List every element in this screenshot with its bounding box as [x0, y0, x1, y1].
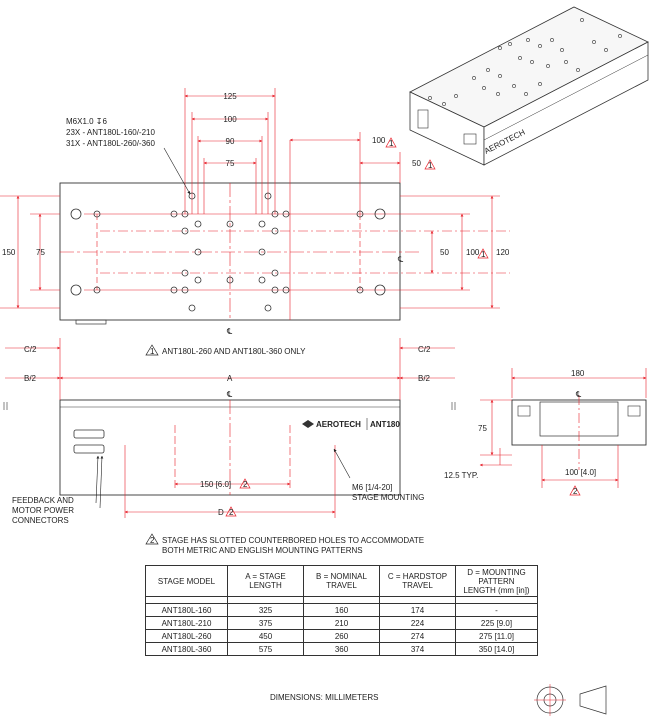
- brand-label: AEROTECH: [316, 420, 361, 429]
- dim-d: D: [218, 508, 224, 517]
- isometric-holes: [428, 18, 622, 106]
- centerline-symbol-end: ℄: [575, 390, 582, 399]
- centerline-symbol-bottom: ℄: [226, 327, 233, 336]
- dim-b2-right: B/2: [418, 374, 431, 383]
- cell-length: 575: [227, 642, 304, 656]
- note-1-number: 1: [150, 347, 155, 356]
- cell-mounting-pattern: 275 [11.0]: [455, 629, 538, 643]
- note-1: 1 ANT180L-260 AND ANT180L-360 ONLY: [145, 344, 306, 356]
- cell-length: 375: [227, 616, 304, 630]
- table-row: ANT180L-160 325 160 174 -: [145, 603, 538, 617]
- dim-75: 75: [226, 159, 235, 168]
- cell-hardstop-travel: 374: [379, 642, 456, 656]
- cell-model: ANT180L-210: [145, 616, 228, 630]
- header-stage-model: STAGE MODEL: [145, 565, 228, 597]
- mounting-holes: [70, 192, 386, 312]
- mounting-note-thread: M6 [1/4-20]: [352, 483, 392, 492]
- end-view: 180 75 12.5 TYP. 100 [4.0] ℄ 2: [444, 368, 647, 496]
- cell-hardstop-travel: 224: [379, 616, 456, 630]
- note-2-marker-end: 2: [573, 487, 578, 496]
- cell-mounting-pattern: -: [455, 603, 538, 617]
- note-2-line-2: BOTH METRIC AND ENGLISH MOUNTING PATTERN…: [162, 546, 363, 555]
- dim-c2-right: C/2: [418, 345, 431, 354]
- dim-b2-left: B/2: [24, 374, 37, 383]
- centerline-symbol-front: ℄: [226, 390, 233, 399]
- dim-150-left: 150: [2, 248, 16, 257]
- cell-nominal-travel: 260: [303, 629, 380, 643]
- table-row: ANT180L-360 575 360 374 350 [14.0]: [145, 642, 538, 656]
- units-note: DIMENSIONS: MILLIMETERS: [270, 693, 378, 702]
- dim-125: 125: [223, 92, 237, 101]
- note-1-markers: [385, 137, 489, 259]
- cell-mounting-pattern: 225 [9.0]: [455, 616, 538, 630]
- break-marks: [3, 402, 456, 410]
- connector-tab: [75, 319, 107, 325]
- note-2-number: 2: [150, 536, 155, 545]
- note-2-markers: [225, 478, 251, 517]
- table-row: ANT180L-260 450 260 274 275 [11.0]: [145, 629, 538, 643]
- cell-mounting-pattern: 350 [14.0]: [455, 642, 538, 656]
- hole-pattern-lines: [0, 88, 510, 320]
- dim-100-right: 100: [372, 136, 386, 145]
- dim-50-right: 50: [412, 159, 421, 168]
- hole-callout-thread: M6X1.0 ↧6: [66, 117, 107, 126]
- model-label: ANT180: [370, 420, 400, 429]
- connector-note-1: FEEDBACK AND: [12, 496, 74, 505]
- hole-callout-count-large: 31X - ANT180L-260/-360: [66, 139, 155, 148]
- top-view: 125 100 90 75 100 50 150 75 50 100 120 1…: [0, 88, 510, 336]
- cell-length: 450: [227, 629, 304, 643]
- dim-50-side: 50: [440, 248, 449, 257]
- connector-note-3: CONNECTORS: [12, 516, 69, 525]
- cell-model: ANT180L-360: [145, 642, 228, 656]
- connector-note-2: MOTOR POWER: [12, 506, 74, 515]
- note-2-line-1: STAGE HAS SLOTTED COUNTERBORED HOLES TO …: [162, 536, 424, 545]
- cell-model: ANT180L-260: [145, 629, 228, 643]
- table-spacer-row: [145, 596, 538, 604]
- isometric-view: AEROTECH: [409, 6, 649, 166]
- dim-100-end: 100 [4.0]: [565, 468, 596, 477]
- front-view: AEROTECH ANT180 C/2 C/2 B/2 B/2 A ℄ 150 …: [3, 338, 456, 525]
- dim-75-end: 75: [478, 424, 487, 433]
- hole-callout-count-small: 23X - ANT180L-160/-210: [66, 128, 155, 137]
- projection-symbol: [534, 684, 607, 716]
- cell-nominal-travel: 360: [303, 642, 380, 656]
- dim-180: 180: [571, 369, 585, 378]
- mounting-note-label: STAGE MOUNTING: [352, 493, 424, 502]
- dim-c2-left: C/2: [24, 345, 37, 354]
- note-1-marker-b: 1: [428, 161, 433, 170]
- note-2: 2 STAGE HAS SLOTTED COUNTERBORED HOLES T…: [145, 533, 424, 555]
- note-2-marker-a: 2: [243, 480, 248, 489]
- dim-100: 100: [223, 115, 237, 124]
- cell-nominal-travel: 160: [303, 603, 380, 617]
- connectors: [73, 429, 105, 454]
- front-dimension-lines: [5, 338, 455, 518]
- cell-model: ANT180L-160: [145, 603, 228, 617]
- cell-length: 325: [227, 603, 304, 617]
- dim-a: A: [227, 374, 233, 383]
- cell-nominal-travel: 210: [303, 616, 380, 630]
- centerline-symbol-right: ℄: [397, 255, 404, 264]
- dim-100-side: 100: [466, 248, 480, 257]
- note-1-marker-c: 1: [481, 250, 486, 259]
- table-row: ANT180L-210 375 210 224 225 [9.0]: [145, 616, 538, 630]
- dim-12-5-typ: 12.5 TYP.: [444, 471, 478, 480]
- dim-120-side: 120: [496, 248, 510, 257]
- note-1-marker-a: 1: [389, 139, 394, 148]
- dim-150-front: 150 [6.0]: [200, 480, 231, 489]
- cell-hardstop-travel: 274: [379, 629, 456, 643]
- cell-hardstop-travel: 174: [379, 603, 456, 617]
- dim-90: 90: [226, 137, 235, 146]
- top-dimension-arrows: [16, 94, 494, 309]
- dim-75-left: 75: [36, 248, 45, 257]
- note-2-marker-b: 2: [229, 508, 234, 517]
- note-1-text: ANT180L-260 AND ANT180L-360 ONLY: [162, 347, 306, 356]
- end-dimension-lines: [479, 368, 647, 488]
